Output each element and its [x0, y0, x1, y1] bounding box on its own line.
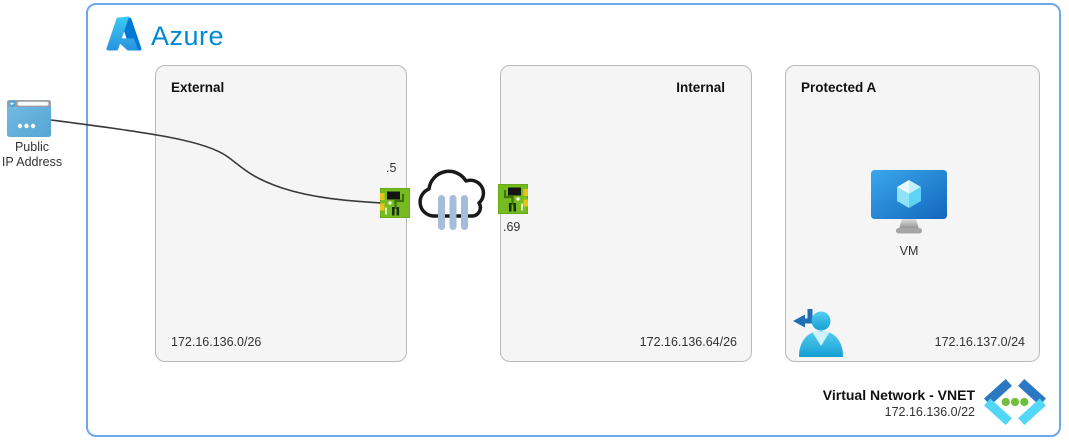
- subnet-cidr-protected-a: 172.16.137.0/24: [934, 335, 1025, 349]
- internet-cloud-icon[interactable]: [411, 158, 495, 241]
- nic-internal-ip-label: .69: [503, 220, 521, 234]
- public-ip-label-line2: IP Address: [1, 155, 63, 169]
- vm-label: VM: [899, 244, 919, 258]
- subnet-box-external[interactable]: External 172.16.136.0/26: [155, 65, 407, 362]
- subnet-name-protected-a: Protected A: [801, 80, 877, 95]
- user-signin-icon[interactable]: [791, 306, 845, 367]
- public-ip-icon[interactable]: [7, 100, 51, 142]
- azure-brand-label: Azure: [151, 21, 225, 51]
- nic-external-icon[interactable]: [379, 187, 411, 223]
- nic-internal-icon[interactable]: [497, 183, 529, 219]
- public-ip-label: Public IP Address: [0, 140, 64, 170]
- subnet-cidr-internal: 172.16.136.64/26: [639, 335, 737, 349]
- subnet-cidr-external: 172.16.136.0/26: [171, 335, 262, 349]
- subnet-box-internal[interactable]: Internal 172.16.136.64/26: [500, 65, 752, 362]
- nic-external-ip-label: .5: [386, 161, 397, 175]
- azure-logo-icon: [105, 15, 143, 58]
- subnet-name-internal: Internal: [676, 80, 725, 95]
- subnet-name-external: External: [171, 80, 225, 95]
- azure-logo-block: Azure: [105, 15, 224, 58]
- vm-node[interactable]: VM: [867, 170, 951, 258]
- vnet-title: Virtual Network - VNET: [822, 387, 975, 403]
- vnet-label-block: Virtual Network - VNET 172.16.136.0/22: [700, 387, 975, 419]
- vnet-icon[interactable]: [982, 378, 1048, 430]
- vnet-cidr: 172.16.136.0/22: [884, 405, 975, 419]
- vm-icon: [871, 170, 947, 240]
- public-ip-label-line1: Public: [14, 140, 50, 154]
